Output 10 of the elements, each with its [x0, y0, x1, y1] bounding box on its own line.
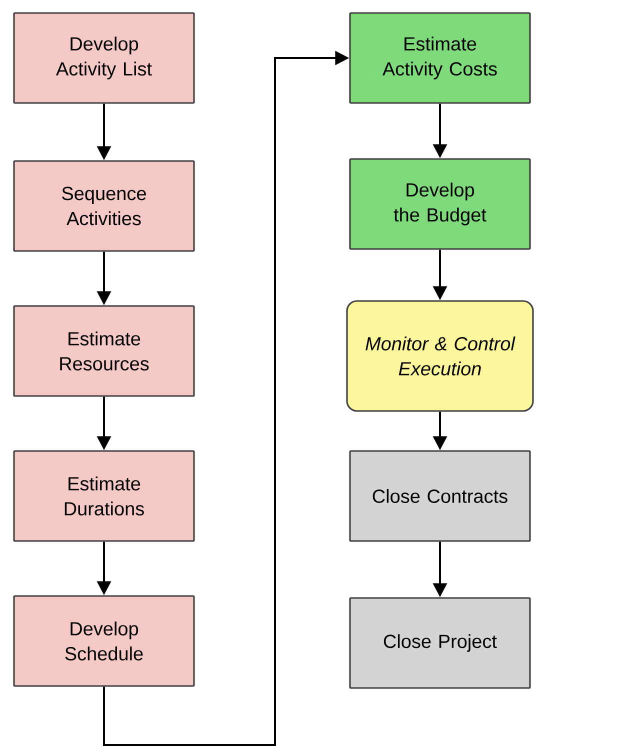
- process-box: Develop the Budget: [349, 158, 531, 250]
- process-box: Estimate Resources: [13, 305, 195, 397]
- process-box: Monitor & Control Execution: [346, 300, 534, 412]
- process-box: Estimate Durations: [13, 450, 195, 542]
- process-box: Estimate Activity Costs: [349, 12, 531, 104]
- process-box: Close Project: [349, 597, 531, 689]
- process-box: Close Contracts: [349, 450, 531, 542]
- process-box: Develop Schedule: [13, 595, 195, 687]
- process-box: Develop Activity List: [13, 12, 195, 104]
- process-box: Sequence Activities: [13, 160, 195, 252]
